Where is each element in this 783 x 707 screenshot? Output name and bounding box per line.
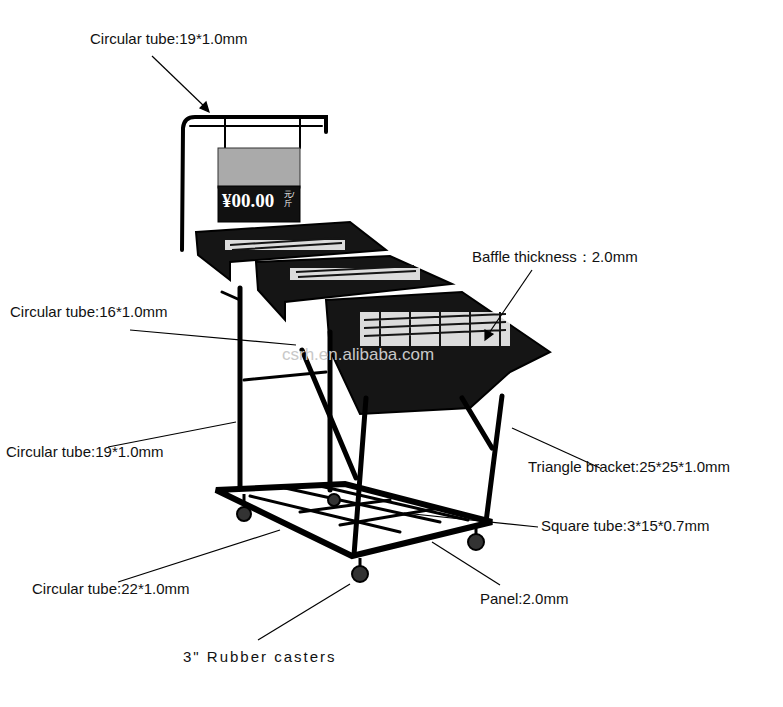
part-label: Baffle thickness：2.0mm — [472, 248, 638, 266]
price-unit: 元/斤 — [284, 190, 292, 208]
price-text: ¥00.00 — [222, 192, 274, 210]
part-label: Triangle bracket:25*25*1.0mm — [528, 458, 730, 476]
part-label: Panel:2.0mm — [480, 590, 568, 608]
part-label: Circular tube:16*1.0mm — [10, 303, 168, 321]
watermark: csrh.en.alibaba.com — [282, 346, 434, 364]
part-label: Circular tube:22*1.0mm — [32, 580, 190, 598]
part-label: 3" Rubber casters — [183, 648, 337, 666]
part-label: Circular tube:19*1.0mm — [90, 30, 248, 48]
part-label: Square tube:3*15*0.7mm — [541, 517, 709, 535]
part-label: Circular tube:19*1.0mm — [6, 443, 164, 461]
